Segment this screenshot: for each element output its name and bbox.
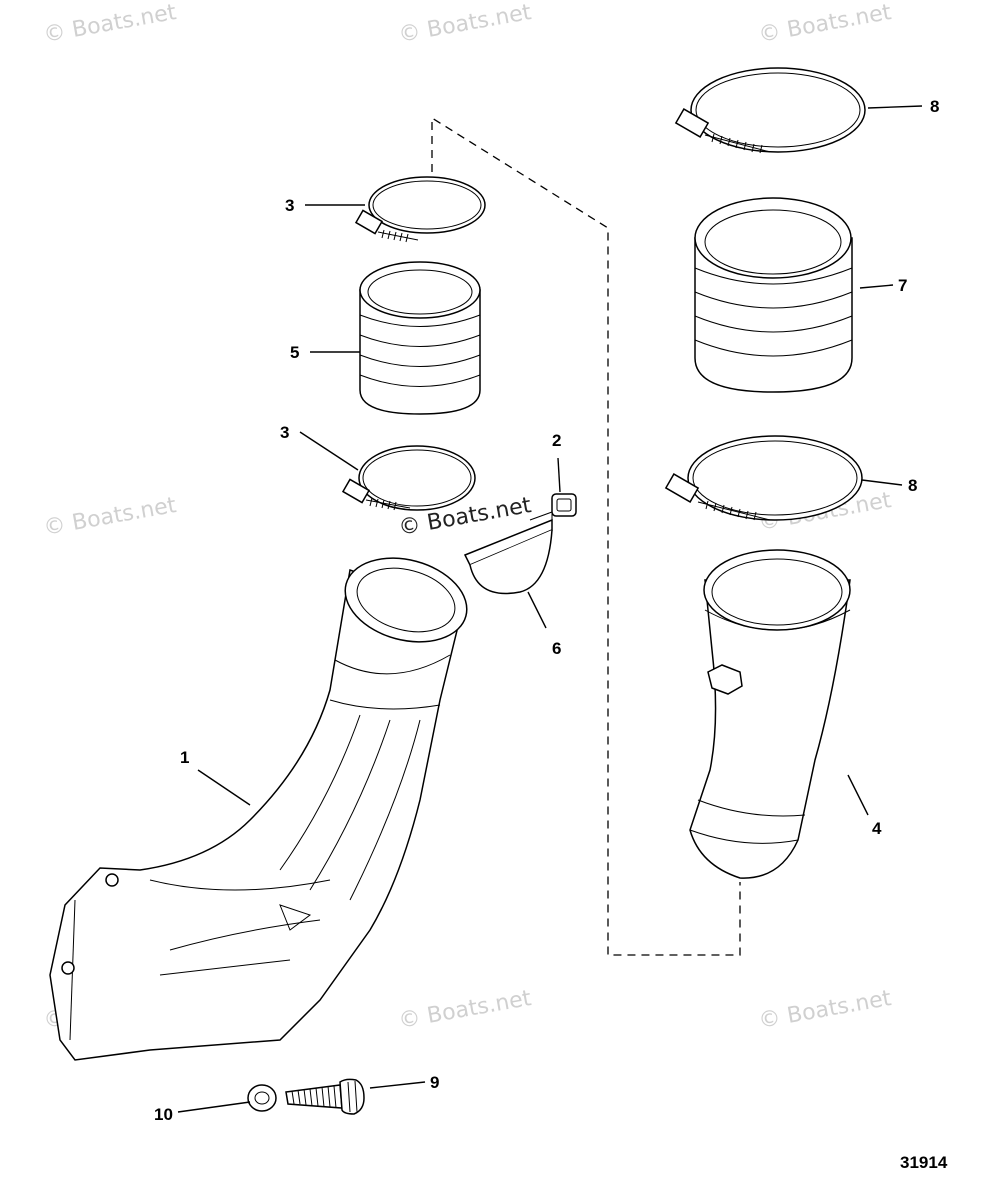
- callout-3-upper: 3: [285, 196, 294, 215]
- callout-4: 4: [872, 819, 882, 838]
- part-5-bellows-hose: [359, 261, 481, 415]
- part-1-exhaust-pipe: [49, 557, 468, 1061]
- watermark-top-center: © Boats.net: [397, 0, 534, 48]
- callout-labels: 3 5 3 2 6 1 8 7 8 4 10 9: [154, 97, 939, 1124]
- assembly-dashed-path: [431, 116, 741, 956]
- part-7-large-bellows-hose: [694, 197, 853, 393]
- callout-8-upper: 8: [930, 97, 939, 116]
- part-10-lock-washer: [247, 1084, 277, 1112]
- callout-7: 7: [898, 276, 907, 295]
- leader-lines: [177, 105, 923, 1113]
- watermark-mid-left: © Boats.net: [42, 493, 179, 541]
- part-8-lower-clamp: [664, 435, 863, 521]
- part-3-upper-clamp: [354, 176, 486, 243]
- callout-10: 10: [154, 1105, 173, 1124]
- callout-6: 6: [552, 639, 561, 658]
- reference-number: 31914: [900, 1153, 948, 1172]
- watermark-top-left: © Boats.net: [42, 0, 179, 48]
- callout-3-lower: 3: [280, 423, 289, 442]
- callout-9: 9: [430, 1073, 439, 1092]
- callout-5: 5: [290, 343, 299, 362]
- watermark-bottom-center: © Boats.net: [397, 986, 534, 1034]
- part-8-upper-clamp: [674, 67, 866, 154]
- part-4-exhaust-tube: [689, 549, 851, 879]
- watermark-bottom-right: © Boats.net: [757, 986, 894, 1034]
- callout-1: 1: [180, 748, 189, 767]
- part-6-flapper: [463, 511, 553, 595]
- part-2-grommet: [551, 493, 577, 517]
- part-9-bolt: [285, 1078, 365, 1115]
- watermark-top-right: © Boats.net: [757, 0, 894, 48]
- callout-2: 2: [552, 431, 561, 450]
- part-3-lower-clamp: [341, 445, 476, 511]
- callout-8-lower: 8: [908, 476, 917, 495]
